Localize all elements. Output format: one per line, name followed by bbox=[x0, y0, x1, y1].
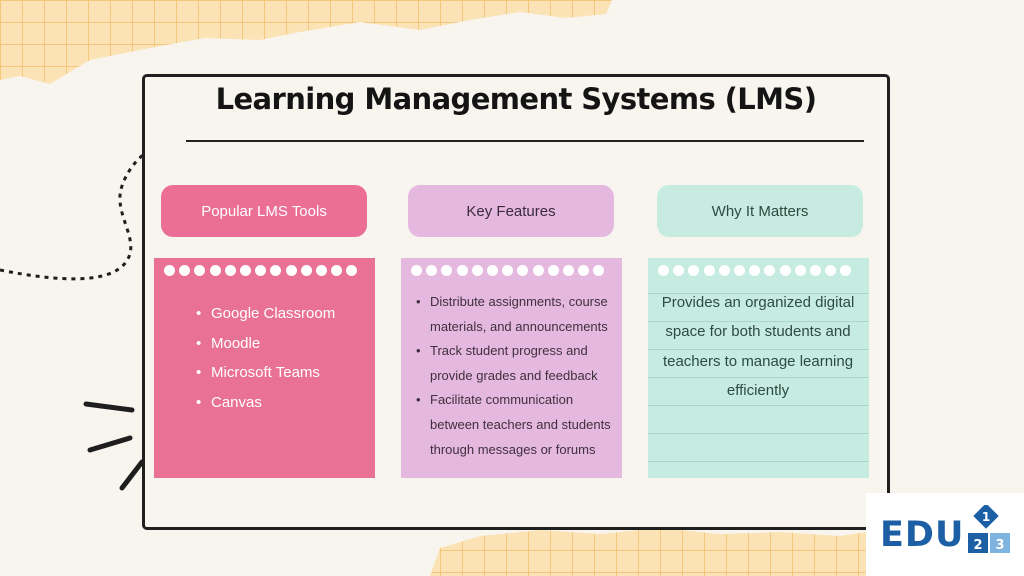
logo-text: EDU bbox=[880, 515, 965, 555]
binder-holes bbox=[164, 265, 358, 276]
lms-tools-list: Google Classroom Moodle Microsoft Teams … bbox=[196, 304, 371, 423]
card-key-features: Distribute assignments, course materials… bbox=[401, 258, 622, 478]
list-item: Google Classroom bbox=[196, 304, 371, 334]
logo-digit-3: 3 bbox=[995, 538, 1004, 553]
page-title: Learning Management Systems (LMS) bbox=[215, 82, 817, 116]
list-item: Moodle bbox=[196, 334, 371, 364]
list-item: Distribute assignments, course materials… bbox=[416, 290, 620, 339]
list-item: Microsoft Teams bbox=[196, 363, 371, 393]
emphasis-lines-icon bbox=[83, 401, 145, 491]
logo-cubes-icon: 1 2 3 bbox=[968, 505, 1010, 553]
logo-digit-1: 1 bbox=[982, 510, 990, 524]
binder-holes bbox=[411, 265, 605, 276]
heading-key-features: Key Features bbox=[408, 185, 614, 237]
list-item: Track student progress and provide grade… bbox=[416, 339, 620, 388]
list-item: Facilitate communication between teacher… bbox=[416, 388, 620, 462]
grid-paper-top bbox=[0, 0, 612, 84]
logo-digit-2: 2 bbox=[973, 538, 982, 553]
card-popular-lms-tools: Google Classroom Moodle Microsoft Teams … bbox=[154, 258, 375, 478]
binder-holes bbox=[658, 265, 852, 276]
edu123-logo-icon: EDU 1 2 3 bbox=[866, 493, 1024, 576]
title-underline bbox=[186, 140, 864, 142]
heading-popular-lms-tools: Popular LMS Tools bbox=[161, 185, 367, 237]
card-why-it-matters: Provides an organized digital space for … bbox=[648, 258, 869, 478]
heading-why-it-matters: Why It Matters bbox=[657, 185, 863, 237]
key-features-list: Distribute assignments, course materials… bbox=[416, 290, 620, 462]
why-it-matters-text: Provides an organized digital space for … bbox=[661, 294, 855, 399]
list-item: Canvas bbox=[196, 393, 371, 423]
